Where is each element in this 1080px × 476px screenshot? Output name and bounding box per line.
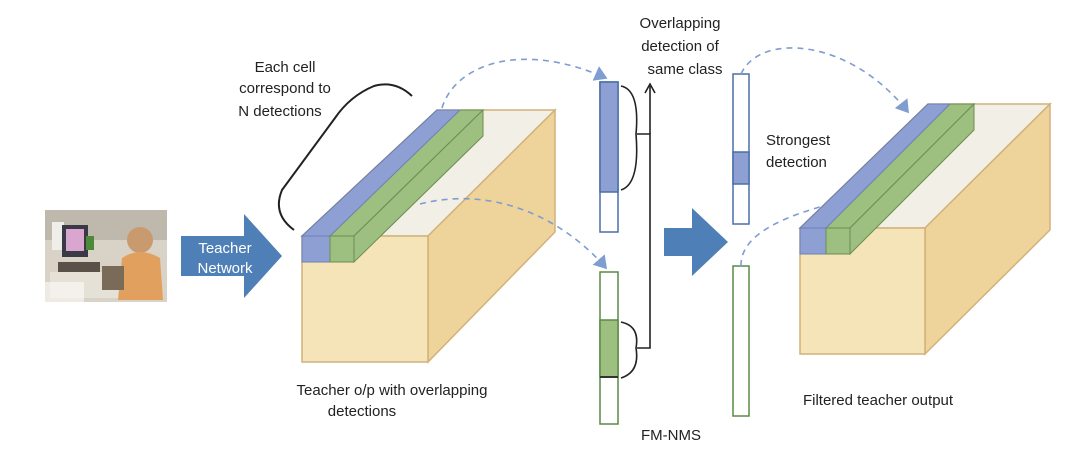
teacher-label-1: Teacher (198, 240, 251, 257)
bracket-connector (637, 133, 651, 349)
filtered-output-cube (798, 102, 1052, 356)
input-image (44, 210, 167, 302)
strongest-label-1: Strongest (766, 132, 831, 149)
cell-label-2: correspond to (239, 80, 331, 97)
teacher-label-2: Network (197, 260, 253, 277)
fmnms-arrow (664, 208, 728, 276)
teacher-output-cube (300, 108, 557, 364)
overlap-label-3: same class (647, 61, 722, 78)
cell-label-1: Each cell (255, 59, 316, 76)
detection-column-top (599, 81, 619, 233)
strongest-label-2: detection (766, 154, 827, 171)
fmnms-label: FM-NMS (641, 427, 701, 444)
dashed-arrow-right-top (740, 47, 909, 114)
filtered-label: Filtered teacher output (803, 392, 954, 409)
dashed-arrow-top (441, 58, 608, 109)
detection-column-bottom (599, 271, 619, 425)
overlap-label-2: detection of (641, 38, 719, 55)
dashed-arrow-bottom (419, 197, 608, 270)
teacher-output-label-1: Teacher o/p with overlapping (297, 382, 488, 399)
bracket-top (620, 85, 638, 191)
teacher-output-label-2: detections (328, 403, 396, 420)
filtered-column-bottom (732, 265, 750, 417)
dashed-arrow-right-bottom (740, 184, 895, 267)
overlap-label-1: Overlapping (640, 15, 721, 32)
teacher-network-arrow: Teacher Network (181, 214, 282, 298)
cell-brace (278, 83, 413, 231)
cell-label-3: N detections (238, 103, 321, 120)
bracket-bottom (620, 321, 638, 379)
filtered-column-top (732, 73, 750, 225)
